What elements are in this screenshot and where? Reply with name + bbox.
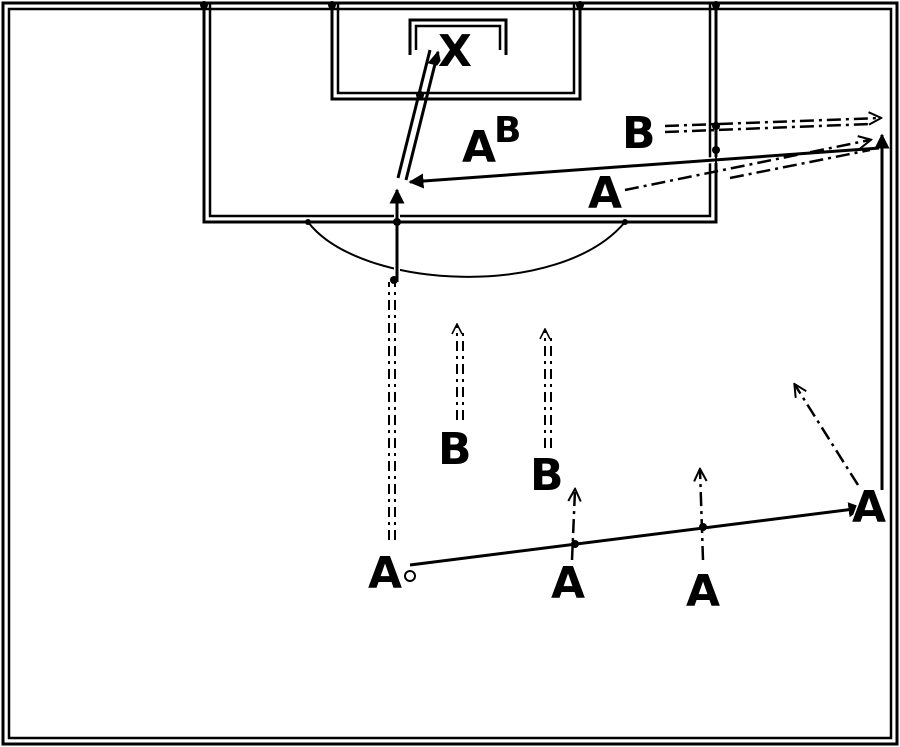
run-left-vertical <box>388 282 396 540</box>
player-b-box-right: B <box>622 108 656 159</box>
run-diagonal-right <box>795 385 860 486</box>
run-bottom-right <box>700 470 703 561</box>
player-a-box-center: A <box>462 122 496 173</box>
line-markers <box>200 1 720 225</box>
box-edge-node <box>393 218 401 226</box>
ball-icon <box>404 570 416 582</box>
goal <box>408 18 508 55</box>
pass-to-wing <box>409 502 864 568</box>
goal-area <box>330 3 582 101</box>
arc-node <box>390 276 398 284</box>
cross-arrow <box>408 145 881 189</box>
run-bottom-middle <box>572 490 575 561</box>
player-a-bottom-middle: A <box>551 558 585 609</box>
player-a-right-wing: A <box>852 482 886 533</box>
player-b-mid-right: B <box>530 450 564 501</box>
player-a-box-right: A <box>588 168 622 219</box>
run-a-right <box>624 140 870 192</box>
shot-arrow <box>396 49 443 181</box>
goal-marker-label: X <box>438 26 472 77</box>
run-b-right <box>664 118 880 134</box>
player-a-bottom-left: A <box>368 548 402 599</box>
player-b-mid-left: B <box>438 424 472 475</box>
run-b-mid-right <box>545 330 552 448</box>
player-b-box-center: B <box>494 110 521 151</box>
goal-area-node <box>416 91 424 99</box>
box-line-connector <box>712 122 720 180</box>
run-b-mid-left <box>457 325 464 420</box>
penalty-box <box>202 3 718 224</box>
penalty-arc <box>307 221 626 278</box>
player-a-bottom-right: A <box>686 566 720 617</box>
